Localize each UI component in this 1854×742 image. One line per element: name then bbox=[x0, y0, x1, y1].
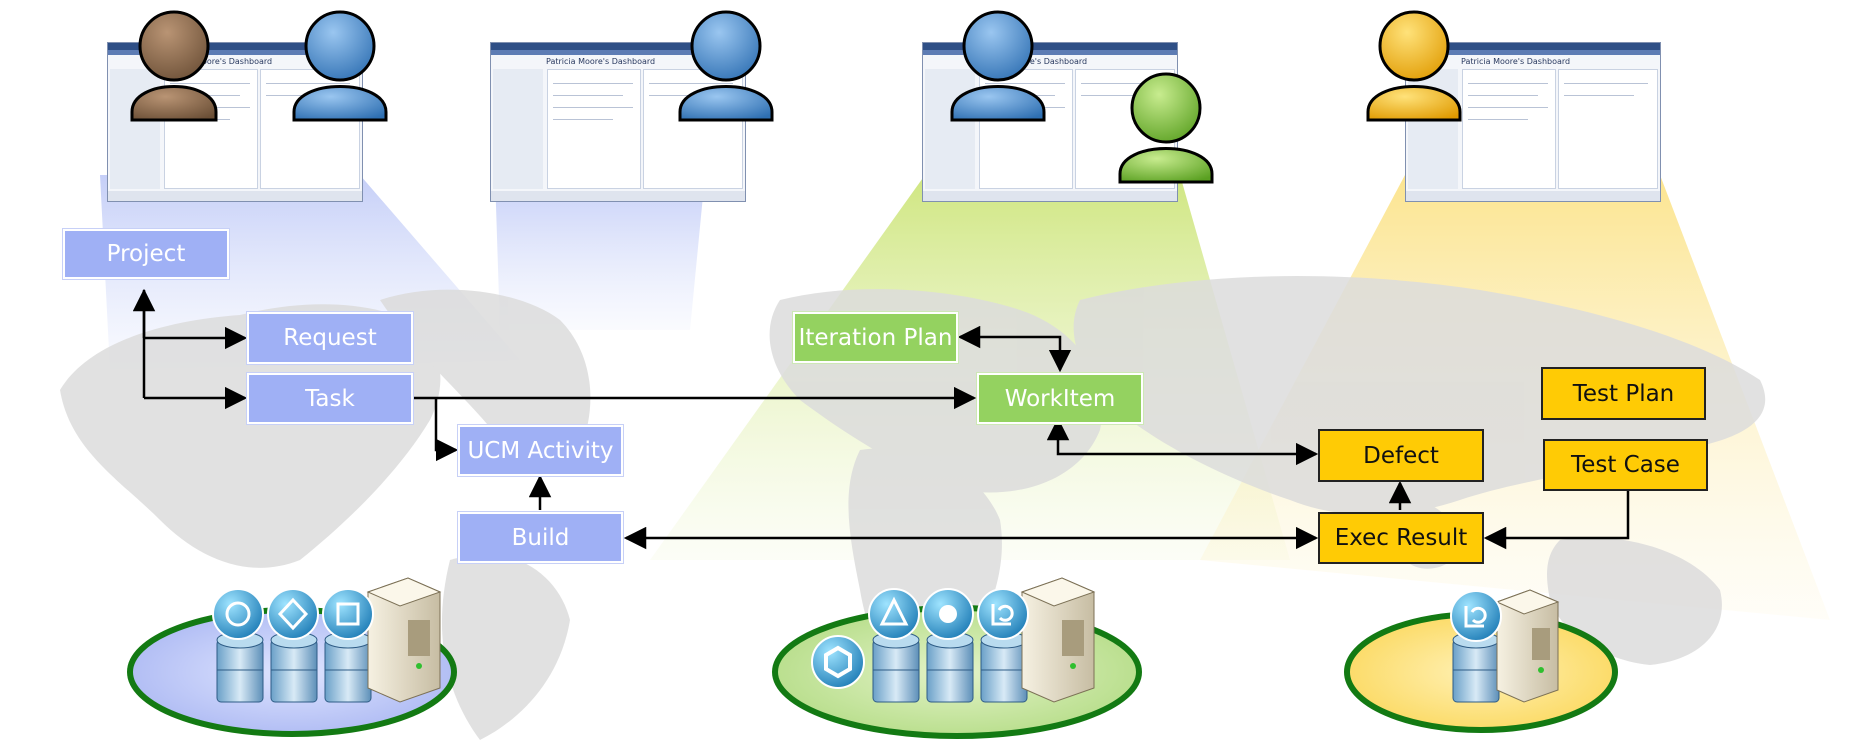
node-build: Build bbox=[458, 512, 623, 563]
product-badge-icon bbox=[322, 588, 374, 640]
dashboard-screenshot-2: Patricia Moore's Dashboard bbox=[490, 42, 746, 202]
node-project: Project bbox=[63, 229, 229, 279]
node-defect: Defect bbox=[1318, 429, 1484, 482]
product-badge-icon bbox=[212, 588, 264, 640]
node-ucm-activity: UCM Activity bbox=[458, 425, 623, 476]
database-icon bbox=[1452, 631, 1500, 703]
database-icon bbox=[980, 631, 1028, 703]
dashboard-title: Patricia Moore's Dashboard bbox=[978, 57, 1088, 66]
node-test-case: Test Case bbox=[1543, 439, 1708, 491]
server-group-2 bbox=[811, 577, 1096, 703]
product-badge-icon bbox=[977, 588, 1029, 640]
server-group-1 bbox=[212, 577, 442, 703]
connector-testcase-exec bbox=[1483, 490, 1630, 550]
server-group-3 bbox=[1450, 589, 1560, 703]
connectors bbox=[132, 288, 1630, 550]
dashboard-title: Patricia Moore's Dashboard bbox=[163, 57, 273, 66]
dashboard-title: Patricia Moore's Dashboard bbox=[546, 57, 656, 66]
server-icon bbox=[366, 577, 442, 703]
database-icon bbox=[926, 631, 974, 703]
dashboard-screenshot-4: Patricia Moore's Dashboard bbox=[1405, 42, 1661, 202]
product-badge-icon bbox=[1450, 590, 1502, 642]
dashboard-screenshot-1: Patricia Moore's Dashboard bbox=[107, 42, 363, 202]
product-badge-icon bbox=[868, 588, 920, 640]
node-workitem: WorkItem bbox=[977, 373, 1143, 424]
node-test-plan: Test Plan bbox=[1541, 367, 1706, 420]
connector-workitem-defect bbox=[1046, 417, 1319, 466]
product-badge-icon bbox=[811, 635, 865, 689]
database-icon bbox=[216, 631, 264, 703]
dashboard-screenshot-3: Patricia Moore's Dashboard bbox=[922, 42, 1178, 202]
node-iteration-plan: Iteration Plan bbox=[793, 312, 958, 363]
connector-iteration-workitem bbox=[957, 325, 1072, 373]
product-badge-icon bbox=[267, 588, 319, 640]
node-task: Task bbox=[247, 373, 413, 424]
dashboard-title: Patricia Moore's Dashboard bbox=[1461, 57, 1571, 66]
database-icon bbox=[872, 631, 920, 703]
connector-task-ucm bbox=[434, 398, 459, 462]
server-icon bbox=[1495, 589, 1560, 703]
database-icon bbox=[324, 631, 372, 703]
product-badge-icon bbox=[922, 588, 974, 640]
node-exec-result: Exec Result bbox=[1318, 512, 1484, 564]
node-request: Request bbox=[247, 312, 413, 364]
database-icon bbox=[270, 631, 318, 703]
server-icon bbox=[1020, 577, 1096, 703]
